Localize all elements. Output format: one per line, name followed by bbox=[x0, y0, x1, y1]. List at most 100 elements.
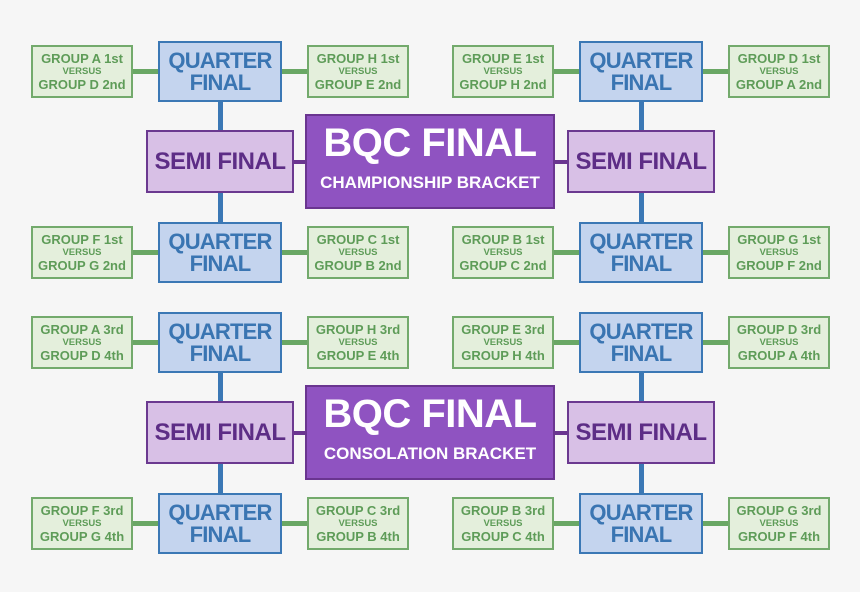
team-label: GROUP E 4th bbox=[316, 348, 400, 363]
team-label: GROUP F 4th bbox=[737, 529, 821, 544]
connector-line bbox=[639, 373, 644, 401]
semi-final-box: SEMI FINAL bbox=[146, 130, 294, 193]
versus-label: VERSUS bbox=[759, 518, 799, 529]
team-label: GROUP G 2nd bbox=[38, 258, 126, 273]
quarter-final-label: FINAL bbox=[610, 521, 673, 547]
connector-line bbox=[639, 102, 644, 130]
team-label: GROUP C 1st bbox=[316, 232, 400, 247]
connector-line bbox=[218, 193, 223, 222]
final-box: BQC FINAL CONSOLATION BRACKET bbox=[305, 385, 555, 480]
connector-line bbox=[639, 193, 644, 222]
quarter-final-label: QUARTER bbox=[589, 318, 693, 344]
versus-label: VERSUS bbox=[759, 247, 799, 258]
semi-final-label: SEMI FINAL bbox=[575, 147, 708, 175]
team-label: GROUP D 2nd bbox=[38, 77, 126, 92]
quarter-final-label: QUARTER bbox=[589, 47, 693, 73]
matchup-box: GROUP H 3rd VERSUS GROUP E 4th bbox=[307, 316, 409, 369]
team-label: GROUP D 3rd bbox=[736, 322, 822, 337]
connector-line bbox=[218, 373, 223, 401]
team-label: GROUP C 3rd bbox=[315, 503, 401, 518]
connector-line bbox=[294, 431, 305, 435]
versus-label: VERSUS bbox=[338, 337, 378, 348]
final-title: BQC FINAL bbox=[323, 392, 537, 436]
quarter-final-label: FINAL bbox=[610, 69, 673, 95]
connector-line bbox=[555, 431, 567, 435]
versus-label: VERSUS bbox=[483, 66, 523, 77]
bracket-subtitle: CONSOLATION BRACKET bbox=[323, 444, 537, 463]
final-box: BQC FINAL CHAMPIONSHIP BRACKET bbox=[305, 114, 555, 209]
team-label: GROUP C 4th bbox=[461, 529, 545, 544]
connector-line bbox=[133, 521, 158, 526]
quarter-final-label: QUARTER bbox=[168, 318, 272, 344]
semi-final-box: SEMI FINAL bbox=[146, 401, 294, 464]
connector-line bbox=[555, 160, 567, 164]
team-label: GROUP F 1st bbox=[41, 232, 123, 247]
quarter-final-label: QUARTER bbox=[168, 499, 272, 525]
quarter-final-label: FINAL bbox=[610, 250, 673, 276]
team-label: GROUP F 3rd bbox=[40, 503, 124, 518]
versus-label: VERSUS bbox=[759, 66, 799, 77]
quarter-final-box: QUARTER FINAL bbox=[579, 222, 703, 283]
quarter-final-label: FINAL bbox=[189, 250, 252, 276]
versus-label: VERSUS bbox=[338, 247, 378, 258]
connector-line bbox=[282, 250, 307, 255]
matchup-box: GROUP G 3rd VERSUS GROUP F 4th bbox=[728, 497, 830, 550]
versus-label: VERSUS bbox=[483, 247, 523, 258]
team-label: GROUP B 1st bbox=[461, 232, 545, 247]
team-label: GROUP D 1st bbox=[737, 51, 821, 66]
matchup-box: GROUP D 3rd VERSUS GROUP A 4th bbox=[728, 316, 830, 369]
quarter-final-label: QUARTER bbox=[168, 228, 272, 254]
team-label: GROUP E 3rd bbox=[461, 322, 545, 337]
quarter-final-box: QUARTER FINAL bbox=[579, 493, 703, 554]
connector-line bbox=[133, 250, 158, 255]
quarter-final-label: QUARTER bbox=[589, 499, 693, 525]
quarter-final-box: QUARTER FINAL bbox=[158, 312, 282, 373]
connector-line bbox=[133, 69, 158, 74]
team-label: GROUP G 3rd bbox=[736, 503, 822, 518]
matchup-box: GROUP G 1st VERSUS GROUP F 2nd bbox=[728, 226, 830, 279]
connector-line bbox=[282, 340, 307, 345]
semi-final-label: SEMI FINAL bbox=[575, 418, 708, 446]
team-label: GROUP C 2nd bbox=[459, 258, 547, 273]
team-label: GROUP A 4th bbox=[737, 348, 821, 363]
connector-line bbox=[553, 250, 579, 255]
connector-line bbox=[703, 250, 728, 255]
quarter-final-label: FINAL bbox=[610, 340, 673, 366]
connector-line bbox=[553, 340, 579, 345]
versus-label: VERSUS bbox=[62, 66, 102, 77]
versus-label: VERSUS bbox=[338, 66, 378, 77]
versus-label: VERSUS bbox=[483, 337, 523, 348]
matchup-box: GROUP C 1st VERSUS GROUP B 2nd bbox=[307, 226, 409, 279]
connector-line bbox=[282, 521, 307, 526]
team-label: GROUP H 3rd bbox=[315, 322, 401, 337]
matchup-box: GROUP D 1st VERSUS GROUP A 2nd bbox=[728, 45, 830, 98]
connector-line bbox=[282, 69, 307, 74]
team-label: GROUP H 2nd bbox=[459, 77, 547, 92]
quarter-final-label: FINAL bbox=[189, 521, 252, 547]
quarter-final-label: QUARTER bbox=[589, 228, 693, 254]
team-label: GROUP H 1st bbox=[316, 51, 400, 66]
team-label: GROUP B 3rd bbox=[460, 503, 546, 518]
team-label: GROUP B 2nd bbox=[314, 258, 402, 273]
consolation-bracket: GROUP A 3rd VERSUS GROUP D 4th QUARTER F… bbox=[0, 271, 860, 571]
connector-line bbox=[218, 102, 223, 130]
matchup-box: GROUP A 1st VERSUS GROUP D 2nd bbox=[31, 45, 133, 98]
versus-label: VERSUS bbox=[483, 518, 523, 529]
versus-label: VERSUS bbox=[759, 337, 799, 348]
quarter-final-box: QUARTER FINAL bbox=[579, 312, 703, 373]
final-title: BQC FINAL bbox=[323, 121, 537, 165]
versus-label: VERSUS bbox=[338, 518, 378, 529]
semi-final-box: SEMI FINAL bbox=[567, 130, 715, 193]
team-label: GROUP G 1st bbox=[737, 232, 821, 247]
quarter-final-label: FINAL bbox=[189, 69, 252, 95]
team-label: GROUP F 2nd bbox=[736, 258, 822, 273]
championship-bracket: GROUP A 1st VERSUS GROUP D 2nd QUARTER F… bbox=[31, 41, 830, 283]
team-label: GROUP A 1st bbox=[41, 51, 123, 66]
matchup-box: GROUP A 3rd VERSUS GROUP D 4th bbox=[31, 316, 133, 369]
connector-line bbox=[703, 340, 728, 345]
matchup-box: GROUP H 1st VERSUS GROUP E 2nd bbox=[307, 45, 409, 98]
connector-line bbox=[703, 69, 728, 74]
team-label: GROUP A 2nd bbox=[735, 77, 823, 92]
semi-final-label: SEMI FINAL bbox=[154, 418, 287, 446]
connector-line bbox=[133, 340, 158, 345]
